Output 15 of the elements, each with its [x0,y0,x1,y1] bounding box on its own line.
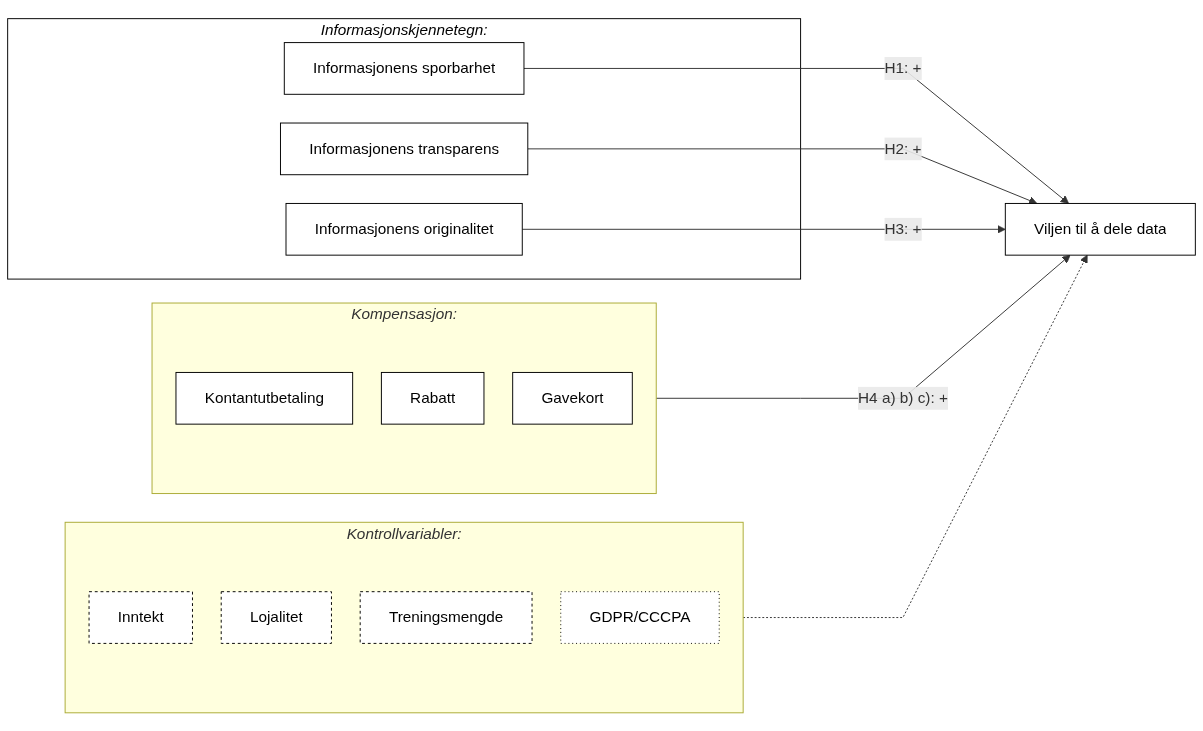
node-box: Gavekort [512,371,633,425]
node-box: Lojalitet [220,591,332,644]
node-box: Informasjonens sporbarhet [283,41,525,95]
edge-label: H4 a) b) c): + [858,389,948,406]
edge-label: H1: + [884,59,922,76]
node-box: Informasjonens originalitet [285,202,523,256]
node-box: GDPR/CCCPA [560,591,720,644]
node-box: Kontantutbetaling [175,371,354,425]
node-box: Viljen til å dele data [1004,202,1196,256]
node-box: Treningsmengde [359,591,533,644]
node-box: Inntekt [88,591,193,644]
edge-label: H2: + [884,140,922,157]
edge-label: H3: + [884,220,922,237]
node-box: Rabatt [380,371,485,425]
node-box: Informasjonens transparens [279,122,529,175]
